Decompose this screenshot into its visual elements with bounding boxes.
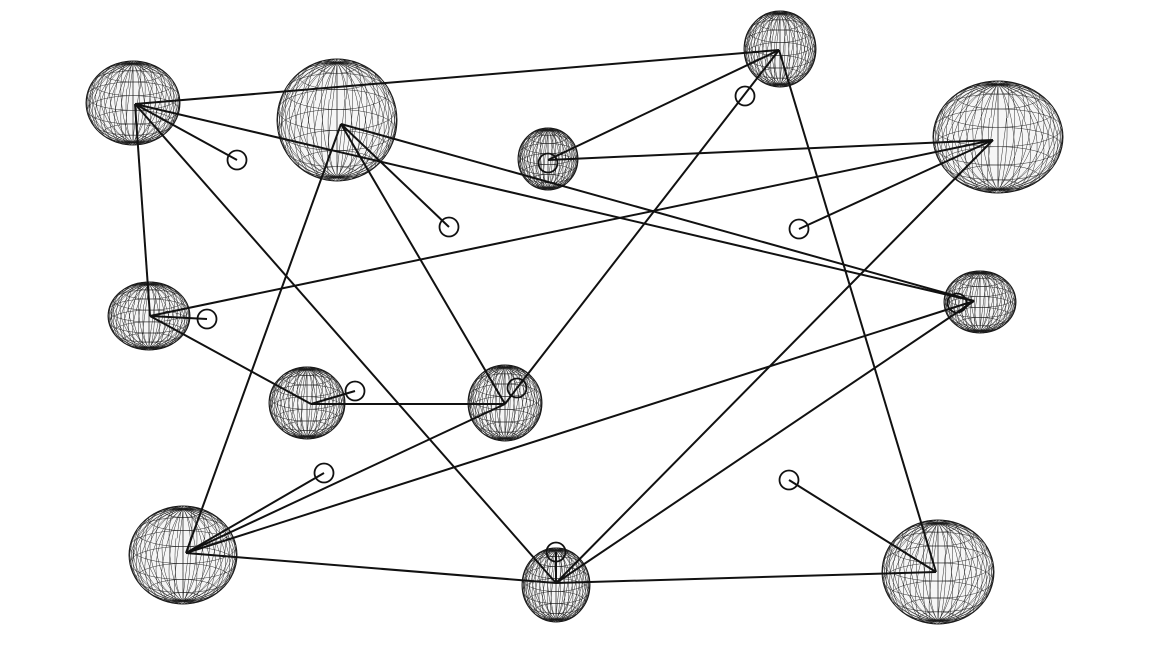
edge-line	[149, 139, 994, 317]
edge-layer	[134, 49, 994, 584]
edge-line	[134, 49, 780, 105]
edge-line	[134, 103, 975, 302]
wireframe-sphere	[128, 505, 238, 605]
wireframe-sphere	[276, 58, 398, 182]
wireframe-sphere	[943, 270, 1017, 334]
ring-marker	[946, 292, 968, 314]
wireframe-sphere	[268, 366, 346, 440]
ring-marker	[734, 85, 756, 107]
edge-line	[185, 552, 557, 584]
marker-layer	[196, 85, 968, 563]
ring-marker	[196, 308, 218, 330]
ring-marker	[778, 469, 800, 491]
edge-line	[185, 123, 342, 554]
edge-line	[340, 123, 506, 405]
edge-line	[798, 139, 994, 230]
edge-line	[134, 103, 557, 584]
ring-marker	[788, 218, 810, 240]
ring-marker	[506, 377, 528, 399]
edge-line	[185, 403, 506, 554]
wireframe-sphere	[881, 519, 995, 625]
wireframe-sphere	[932, 80, 1064, 194]
edge-line	[516, 49, 780, 389]
edge-line	[134, 103, 151, 317]
ring-marker	[545, 541, 567, 563]
wireframe-sphere	[743, 10, 817, 88]
edge-line	[547, 139, 994, 161]
edge-line	[185, 300, 975, 554]
edge-line	[340, 123, 975, 302]
edge-line	[310, 390, 356, 405]
edge-line	[555, 139, 994, 584]
wireframe-sphere	[85, 60, 181, 146]
edge-line	[788, 479, 937, 573]
edge-line	[547, 49, 780, 161]
edge-line	[134, 103, 238, 161]
edge-line	[185, 472, 325, 554]
edge-line	[340, 123, 450, 228]
edge-line	[555, 300, 975, 584]
edge-line	[778, 49, 937, 573]
ring-marker	[313, 462, 335, 484]
ring-marker	[226, 149, 248, 171]
edge-line	[555, 571, 937, 584]
ring-marker	[438, 216, 460, 238]
ring-marker	[537, 152, 559, 174]
edge-line	[149, 315, 312, 405]
ring-marker	[344, 380, 366, 402]
